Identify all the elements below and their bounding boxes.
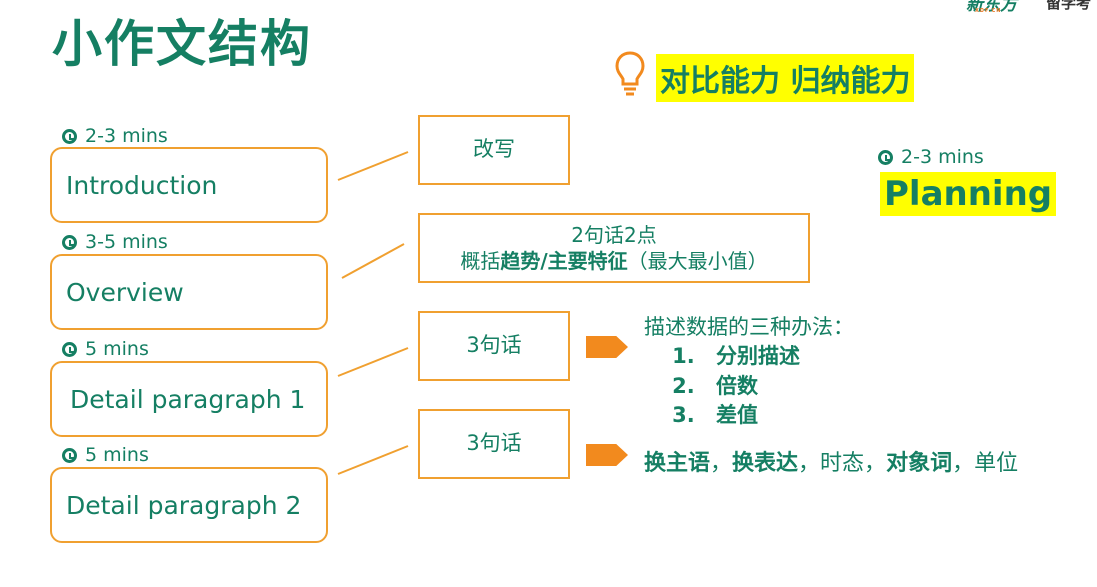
section-label: Detail paragraph 1 <box>70 384 306 414</box>
brand-logo-sub: XDF.CN <box>975 8 1002 14</box>
clock-icon <box>62 234 77 250</box>
tip-text: ，单位 <box>952 451 1019 476</box>
section-label: Detail paragraph 2 <box>66 490 302 520</box>
lightbulb-icon <box>615 51 645 96</box>
note-line: 2句话2点 <box>571 223 657 247</box>
clock-icon <box>62 447 77 463</box>
methods-heading: 描述数据的三种办法： <box>644 315 854 339</box>
section-time: 5 mins <box>62 338 149 360</box>
tip-bold: 换主语 <box>644 451 711 476</box>
section-label: Introduction <box>66 170 218 200</box>
note-detail-2: 3句话 <box>418 409 570 479</box>
clock-icon <box>878 149 893 165</box>
planning-time-label: 2-3 mins <box>901 146 984 168</box>
tip-bold: 换表达 <box>732 451 799 476</box>
list-item: 分别描述 <box>702 342 854 371</box>
clock-icon <box>62 341 77 357</box>
note-text: 3句话 <box>466 431 522 456</box>
section-time: 5 mins <box>62 444 149 466</box>
page-title: 小作文结构 <box>52 15 312 73</box>
skills-highlight: 对比能力 归纳能力 <box>656 54 915 102</box>
tip-bold: 对象词 <box>886 451 953 476</box>
section-time-label: 3-5 mins <box>85 231 168 253</box>
note-text: （最大最小值） <box>627 249 768 273</box>
brand-logo: 新东方 <box>966 0 1017 15</box>
arrow-icon <box>586 444 628 466</box>
note-bold: 趋势/主要特征 <box>500 249 628 273</box>
section-introduction: Introduction <box>50 147 328 223</box>
section-overview: Overview <box>50 254 328 330</box>
note-text: 改写 <box>473 137 515 162</box>
list-item: 倍数 <box>702 372 854 401</box>
rewrite-tips: 换主语，换表达，时态，对象词，单位 <box>644 445 1018 477</box>
tip-text: ， <box>710 451 733 476</box>
clock-icon <box>62 128 77 144</box>
section-time: 2-3 mins <box>62 125 168 147</box>
arrow-icon <box>586 336 628 358</box>
planning-time: 2-3 mins <box>878 146 984 168</box>
list-item: 差值 <box>702 401 854 430</box>
section-time-label: 5 mins <box>85 338 149 360</box>
section-detail-2: Detail paragraph 2 <box>50 467 328 543</box>
planning-label: Planning <box>880 172 1057 216</box>
note-detail-1: 3句话 <box>418 311 570 381</box>
note-line: 概括趋势/主要特征（最大最小值） <box>460 248 767 274</box>
note-text: 3句话 <box>466 333 522 358</box>
note-overview: 2句话2点 概括趋势/主要特征（最大最小值） <box>418 213 810 283</box>
section-label: Overview <box>66 277 184 307</box>
section-time: 3-5 mins <box>62 231 168 253</box>
section-time-label: 5 mins <box>85 444 149 466</box>
section-detail-1: Detail paragraph 1 <box>50 361 328 437</box>
note-intro: 改写 <box>418 115 570 185</box>
tip-text: ，时态， <box>798 451 887 476</box>
brand-logo-text: 留学考 <box>1046 0 1092 12</box>
methods-list: 描述数据的三种办法： 分别描述 倍数 差值 <box>644 313 854 431</box>
section-time-label: 2-3 mins <box>85 125 168 147</box>
note-text: 概括 <box>460 249 501 273</box>
